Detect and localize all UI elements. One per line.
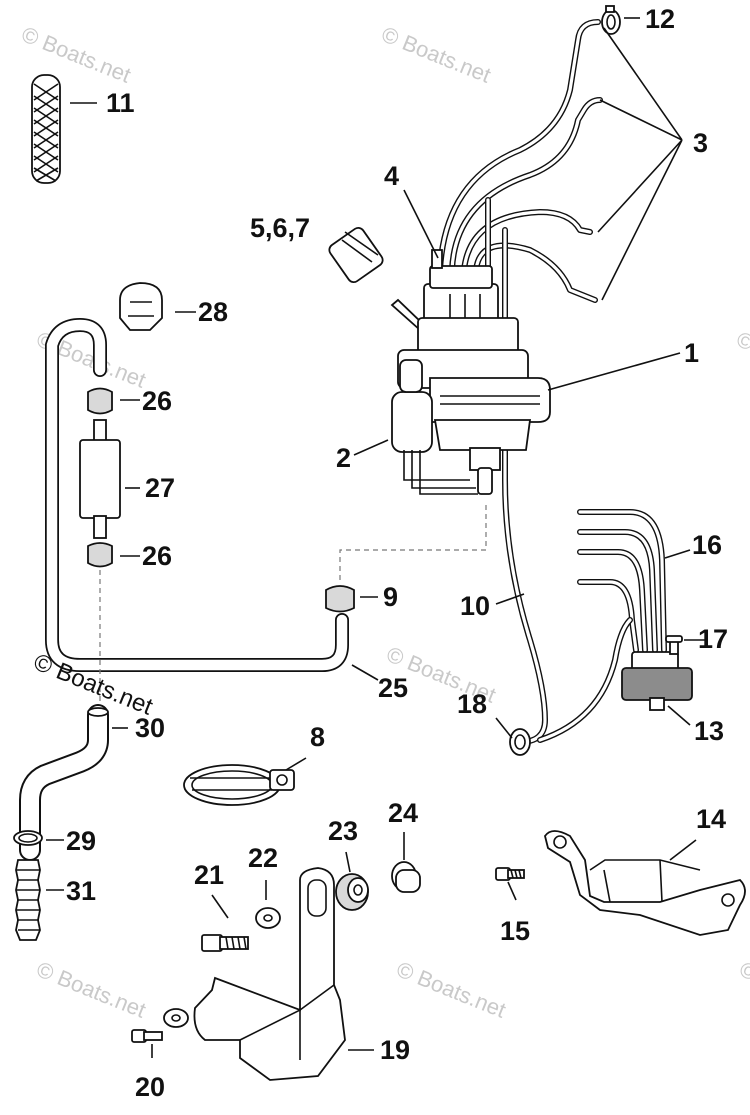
part-bracket-19 [193, 867, 346, 1081]
callout-14: 14 [696, 804, 726, 834]
callout-16: 16 [692, 530, 722, 560]
part-bracket-14 [544, 830, 746, 936]
part-fitting-9 [325, 585, 355, 613]
part-hose-10 [502, 227, 548, 745]
callout-23: 23 [328, 816, 358, 846]
part-fitting-26-bottom [87, 542, 113, 568]
callout-20: 20 [135, 1072, 165, 1102]
callout-29: 29 [66, 826, 96, 856]
part-filter-27 [79, 419, 121, 539]
leader-lines [46, 17, 705, 1058]
callout-1: 1 [684, 338, 699, 368]
part-fitting-31 [15, 859, 41, 941]
part-hoses-3 [437, 19, 603, 303]
callout-28: 28 [198, 297, 228, 327]
watermark: © Boats.net [733, 326, 750, 392]
callout-30: 30 [135, 713, 165, 743]
part-screen-11 [31, 74, 61, 184]
part-pressure-sensor-13 [621, 651, 693, 711]
callout-12: 12 [645, 4, 675, 34]
callout-15: 15 [500, 916, 530, 946]
part-clamp-12 [601, 5, 621, 35]
callout-31: 31 [66, 876, 96, 906]
callout-2: 2 [336, 443, 351, 473]
part-clamp-18 [509, 728, 531, 756]
callout-5-6-7: 5,6,7 [250, 213, 310, 243]
callout-19: 19 [380, 1035, 410, 1065]
callout-27: 27 [145, 473, 175, 503]
callout-24: 24 [388, 798, 418, 828]
watermark: © Boats.net [378, 21, 494, 87]
callout-26-bottom: 26 [142, 541, 172, 571]
callout-13: 13 [694, 716, 724, 746]
watermark: © Boats.net [33, 956, 149, 1022]
part-grommet-23 [335, 873, 369, 911]
part-hose-25 [45, 318, 349, 672]
part-hoses-16 [537, 509, 667, 743]
callout-18: 18 [457, 689, 487, 719]
part-washer-22 [255, 907, 281, 929]
callout-4: 4 [384, 161, 399, 191]
part-bushing-24 [391, 861, 421, 893]
callout-17: 17 [698, 624, 728, 654]
callout-22: 22 [248, 843, 278, 873]
callout-9: 9 [383, 582, 398, 612]
watermark: © Boats.net [393, 956, 509, 1022]
part-washer-20 [163, 1008, 189, 1028]
part-clip-28 [119, 282, 163, 331]
callout-3: 3 [693, 128, 708, 158]
callout-26-top: 26 [142, 386, 172, 416]
part-pump-assembly-1 [328, 226, 551, 495]
part-screw-15 [495, 867, 525, 881]
callout-11: 11 [106, 88, 135, 118]
part-bolt-21 [201, 934, 249, 952]
part-screw-20 [131, 1029, 163, 1043]
part-screw-17 [665, 635, 683, 655]
callout-21: 21 [194, 860, 224, 890]
callout-8: 8 [310, 722, 325, 752]
part-fitting-26-top [87, 387, 113, 415]
callout-25: 25 [378, 673, 408, 703]
callout-10: 10 [460, 591, 490, 621]
part-hose-30 [19, 704, 109, 861]
part-hose-clamp-8 [183, 764, 295, 806]
watermark: © Boats.net [736, 956, 750, 1022]
dashed-connector [339, 505, 487, 580]
part-clamp-29 [13, 830, 43, 846]
